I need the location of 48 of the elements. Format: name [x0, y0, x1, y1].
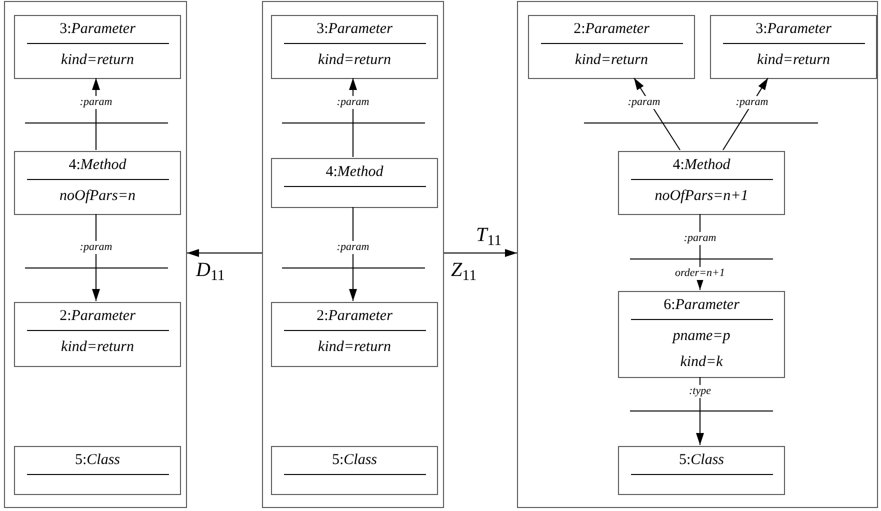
object-box: [271, 446, 438, 495]
object-name: 5:Class: [74, 451, 120, 470]
object-box: [271, 158, 438, 208]
object-box: [710, 15, 877, 79]
attribute-text: kind=return: [61, 51, 134, 70]
object-name: 5:Class: [332, 451, 378, 470]
edge-label: :param: [336, 241, 370, 254]
object-box: [618, 151, 785, 215]
edge-label: :param: [734, 96, 770, 109]
object-name: 4:Method: [68, 156, 126, 175]
attribute-text: pname=p: [672, 327, 730, 346]
edge-label: :type: [688, 385, 712, 398]
attribute-text: kind=k: [680, 353, 723, 372]
edge-label: :param: [78, 96, 114, 109]
arrow: [444, 249, 518, 257]
arrow: [696, 376, 704, 446]
object-name: 3:Parameter: [316, 20, 392, 39]
object-name: 2:Parameter: [574, 20, 650, 39]
edge-label: :param: [626, 96, 662, 109]
edge-label: :param: [78, 241, 114, 254]
object-name: 4:Method: [672, 156, 730, 175]
attribute-text: kind=return: [61, 338, 134, 357]
attribute-text: noOfPars=n+1: [654, 187, 748, 206]
object-box: [618, 291, 785, 378]
object-box: [14, 151, 181, 215]
object-name: 2:Parameter: [60, 307, 136, 326]
attribute-text: kind=return: [318, 338, 391, 357]
object-box: [14, 15, 181, 79]
object-name: 5:Class: [678, 451, 724, 470]
object-name: 3:Parameter: [60, 20, 136, 39]
object-name: 3:Parameter: [756, 20, 832, 39]
object-box: [14, 302, 181, 367]
object-box: [14, 446, 181, 495]
attribute-text: noOfPars=n: [60, 187, 136, 206]
object-name: 2:Parameter: [316, 307, 392, 326]
edge-label: :param: [682, 232, 718, 245]
object-box: [528, 15, 695, 79]
object-name: 4:Method: [326, 163, 384, 182]
attribute-text: kind=return: [757, 51, 830, 70]
attribute-text: kind=return: [318, 51, 391, 70]
object-box: [271, 302, 438, 367]
attribute-text: kind=return: [575, 51, 648, 70]
annotation-label: order=n+1: [674, 267, 726, 280]
object-name: 6:Parameter: [664, 296, 740, 315]
arrow: [186, 249, 262, 257]
object-box: [618, 446, 785, 495]
edge-label: :param: [336, 96, 370, 109]
object-box: [271, 15, 438, 79]
